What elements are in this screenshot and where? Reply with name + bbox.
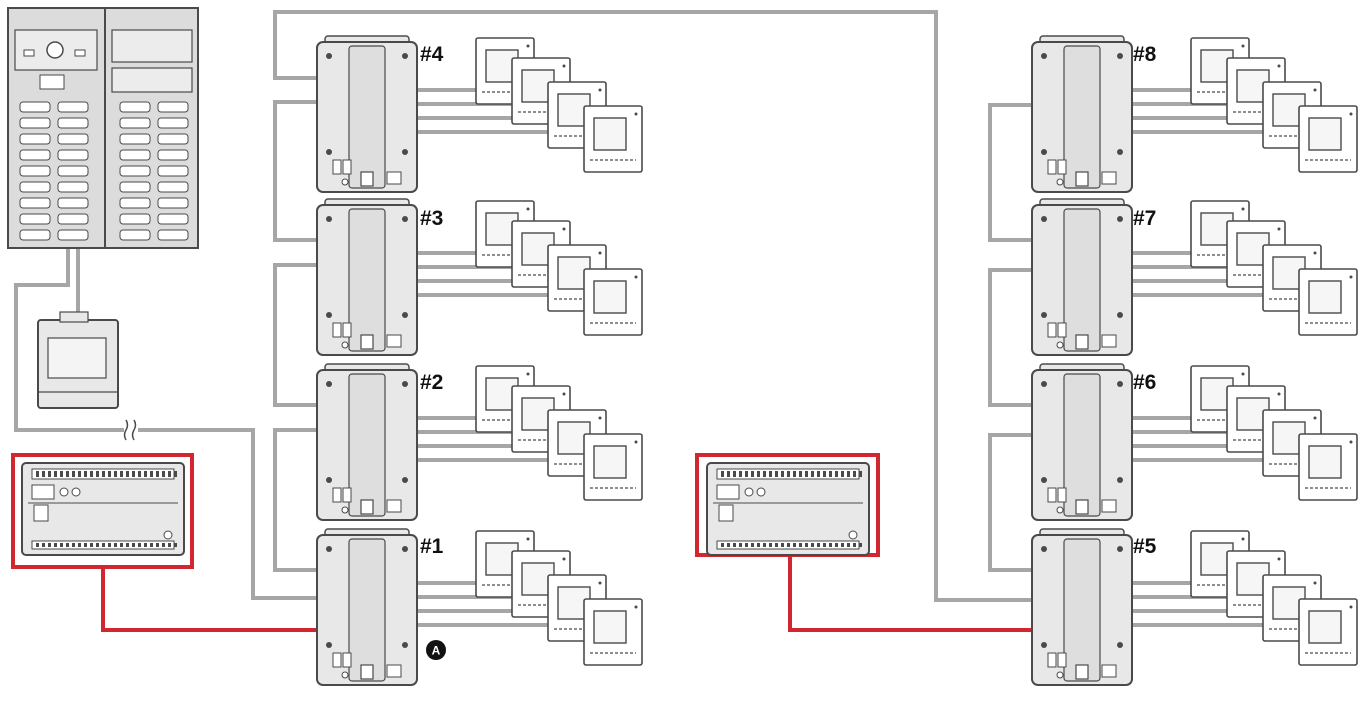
distributor-label: #2 bbox=[420, 371, 443, 394]
video-distributor-icon bbox=[1031, 528, 1133, 686]
distributor-label: #8 bbox=[1133, 43, 1157, 66]
video-distributor-icon bbox=[316, 528, 418, 686]
video-monitor-icon bbox=[583, 598, 643, 666]
riser-wire bbox=[273, 10, 1032, 602]
distributor-label: #5 bbox=[1133, 535, 1157, 558]
chain-wire-4-3 bbox=[273, 100, 317, 242]
marker-a-label: A bbox=[432, 644, 441, 658]
cable-break-icon bbox=[123, 418, 138, 442]
highlight-frame bbox=[11, 453, 194, 569]
system-controller-icon bbox=[695, 453, 880, 557]
video-monitor-icon bbox=[1298, 268, 1358, 336]
video-distributor-icon bbox=[316, 198, 418, 356]
chain-wire-8-7 bbox=[988, 103, 1032, 242]
marker-a: A bbox=[426, 640, 446, 660]
chain-wire-3-2 bbox=[273, 263, 317, 407]
video-monitor-icon bbox=[583, 433, 643, 501]
video-monitor-icon bbox=[583, 105, 643, 173]
chain-wire-2-1 bbox=[273, 428, 317, 572]
distributor-label: #7 bbox=[1133, 207, 1156, 230]
distributor-label: #6 bbox=[1133, 371, 1156, 394]
video-monitor-icon bbox=[583, 268, 643, 336]
devices-layer bbox=[7, 7, 1358, 686]
chain-wire-6-5 bbox=[988, 433, 1032, 572]
video-monitor-icon bbox=[1298, 433, 1358, 501]
distributor-label: #1 bbox=[420, 535, 444, 558]
video-distributor-icon bbox=[1031, 363, 1133, 521]
distributor-label: #3 bbox=[420, 207, 443, 230]
video-monitor-icon bbox=[1298, 105, 1358, 173]
video-distributor-icon bbox=[316, 35, 418, 193]
power-supply-icon bbox=[37, 311, 119, 409]
chain-wire-7-6 bbox=[988, 268, 1032, 407]
controller-link-left bbox=[101, 568, 319, 632]
door-entry-panel-icon bbox=[7, 7, 199, 249]
labels-layer: #1 #2 #3 #4 #5 #6 #7 #8A bbox=[420, 43, 1157, 660]
video-distributor-icon bbox=[1031, 198, 1133, 356]
distributor-label: #4 bbox=[420, 43, 444, 66]
video-distributor-icon bbox=[316, 363, 418, 521]
video-distributor-icon bbox=[1031, 35, 1133, 193]
panel-to-distributor-wire bbox=[14, 248, 317, 600]
controller-link-right bbox=[788, 556, 1034, 632]
video-monitor-icon bbox=[1298, 598, 1358, 666]
system-controller-icon bbox=[11, 453, 194, 569]
